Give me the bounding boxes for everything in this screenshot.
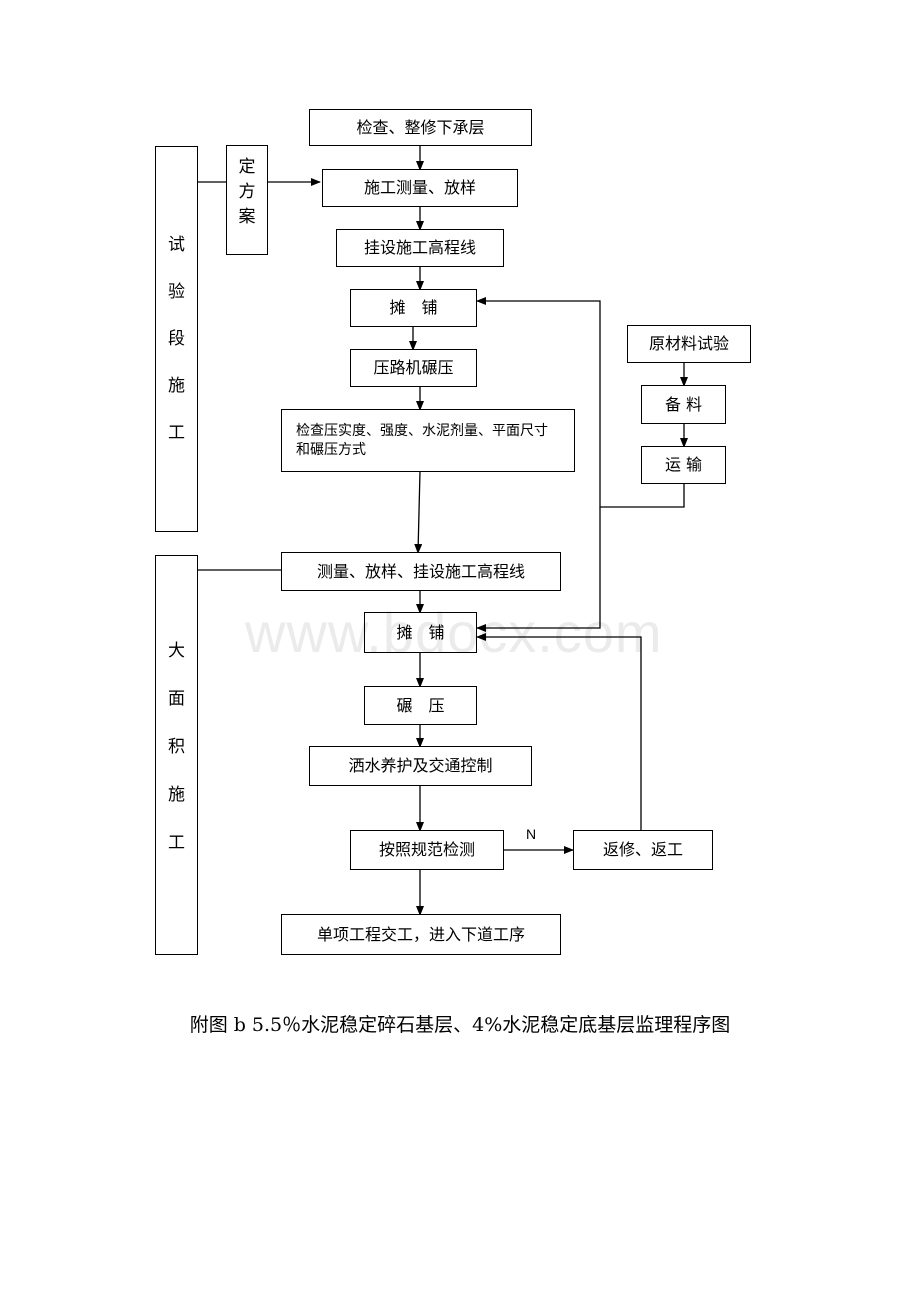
- step-inspect-base: 检查、整修下承层: [309, 109, 532, 146]
- step-survey-layout: 施工测量、放样: [322, 169, 518, 207]
- label-char: 工: [168, 833, 185, 853]
- step-paving-1: 摊 铺: [350, 289, 477, 327]
- label-char: 定: [238, 157, 256, 177]
- step-material-test: 原材料试验: [627, 325, 751, 363]
- label-char: 工: [168, 423, 185, 443]
- step-roller: 压路机碾压: [350, 349, 477, 387]
- step-hang-line: 挂设施工高程线: [336, 229, 504, 267]
- label-char: 面: [168, 689, 185, 709]
- decision-no-label: N: [526, 826, 537, 842]
- line-feed-to-paving2: [476, 507, 601, 632]
- arrow-check-to-survey2: [414, 470, 423, 554]
- label-char: 验: [168, 282, 185, 302]
- label-char: 案: [238, 207, 256, 227]
- label-char: 积: [168, 737, 185, 757]
- figure-caption: 附图 b 5.5％水泥稳定碎石基层、4%水泥稳定底基层监理程序图: [189, 1014, 731, 1036]
- label-char: 施: [168, 785, 185, 805]
- label-char: 段: [168, 329, 185, 349]
- step-transport: 运 输: [641, 446, 726, 484]
- large-area-section-label: 大 面 积 施 工: [155, 555, 198, 955]
- label-char: 试: [168, 235, 185, 255]
- step-inspection: 按照规范检测: [350, 830, 504, 870]
- step-prepare: 备 料: [641, 385, 726, 424]
- step-curing: 洒水养护及交通控制: [309, 746, 532, 786]
- step-handover: 单项工程交工，进入下道工序: [281, 914, 561, 955]
- label-char: 施: [168, 376, 185, 396]
- step-paving-2: 摊 铺: [364, 612, 477, 653]
- line-rework-to-paving2: [476, 633, 642, 831]
- watermark: www.bdocx.com: [245, 601, 663, 664]
- plan-label: 定 方 案: [226, 145, 268, 255]
- trial-section-label: 试 验 段 施 工: [155, 146, 198, 532]
- label-char: 大: [168, 641, 185, 661]
- step-check-items: 检查压实度、强度、水泥剂量、平面尺寸和碾压方式: [281, 409, 575, 472]
- step-compaction: 碾 压: [364, 686, 477, 725]
- label-char: 方: [238, 182, 256, 202]
- step-rework: 返修、返工: [573, 830, 713, 870]
- step-survey-hang: 测量、放样、挂设施工高程线: [281, 552, 561, 591]
